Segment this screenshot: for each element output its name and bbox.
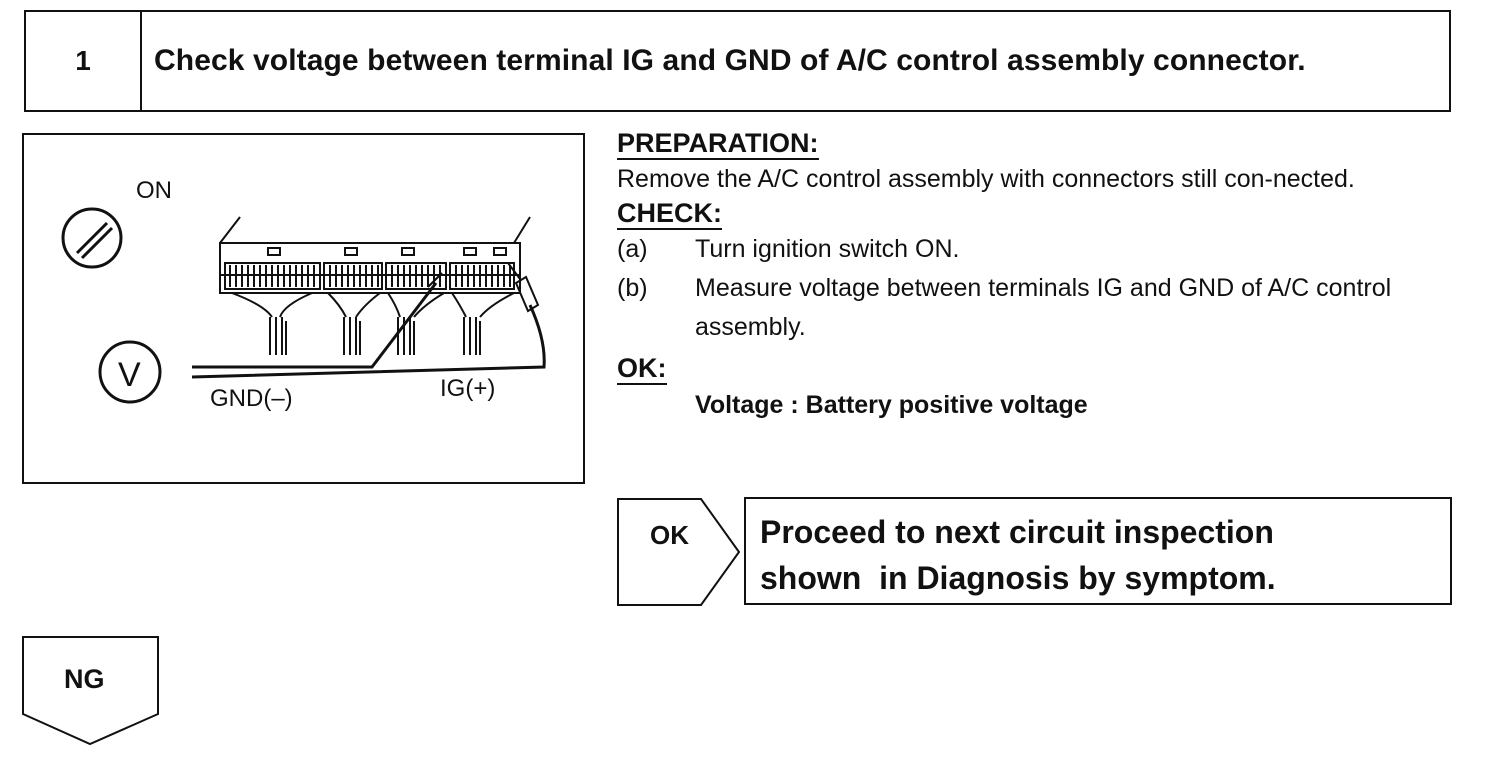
preparation-heading: PREPARATION: [617,128,819,160]
step-title: Check voltage between terminal IG and GN… [154,44,1306,77]
step-header: 1 Check voltage between terminal IG and … [24,10,1451,112]
check-heading: CHECK: [617,198,722,230]
ok-result-box: Proceed to next circuit inspection shown… [744,497,1452,605]
instructions: PREPARATION: Remove the A/C control asse… [617,128,1455,425]
check-item-letter: (b) [617,274,648,302]
connector-diagram: ON V GND(–) IG(+) [22,133,585,484]
check-item: (b) Measure voltage between terminals IG… [617,269,1455,347]
voltmeter-symbol: V [118,356,141,394]
probe-leads [191,262,546,379]
ng-arrow-tag [22,636,159,746]
ig-terminal-label: IG(+) [440,375,496,402]
ok-heading: OK: [617,353,667,385]
voltmeter-icon [98,340,162,404]
step-number: 1 [26,12,142,110]
check-item: (a) Turn ignition switch ON. [617,230,1455,269]
gnd-terminal-label: GND(–) [210,385,293,412]
check-item-text: Turn ignition switch ON. [695,235,960,263]
connector-body [219,216,531,355]
preparation-text: Remove the A/C control assembly with con… [617,165,1355,193]
connector-drawing [61,207,546,404]
ok-spec: Voltage : Battery positive voltage [695,391,1088,419]
check-item-letter: (a) [617,235,648,263]
ok-result-line: Proceed to next circuit inspection [760,514,1274,550]
ok-arrow-tag [617,498,741,606]
ok-result-line: shown in Diagnosis by symptom. [760,560,1276,596]
ok-tag-label: OK [650,520,689,550]
check-item-text: Measure voltage between terminals IG and… [695,274,1392,341]
ng-tag-label: NG [64,664,105,694]
ignition-switch-icon [61,207,123,269]
ignition-on-label: ON [136,177,172,204]
